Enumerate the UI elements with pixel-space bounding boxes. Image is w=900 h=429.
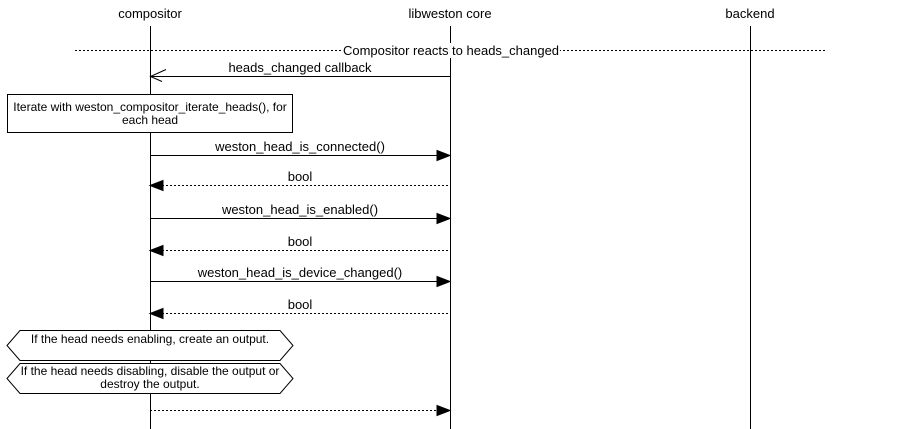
filled-arrowhead-icon: [436, 212, 452, 225]
filled-arrowhead-icon: [436, 275, 452, 288]
actor-label-backend: backend: [725, 6, 775, 21]
actor-label-libweston-core: libweston core: [408, 6, 492, 21]
filled-arrowhead-icon: [436, 404, 452, 417]
actor-label-compositor: compositor: [118, 6, 182, 21]
divider-label: Compositor reacts to heads_changed: [341, 43, 561, 58]
condition-box-enable-output: [6, 330, 294, 361]
note-iterate-heads: Iterate with weston_compositor_iterate_h…: [7, 94, 293, 133]
message-label-bool-3: bool: [287, 297, 313, 312]
filled-arrowhead-icon: [148, 179, 164, 192]
filled-arrowhead-icon: [148, 307, 164, 320]
message-label-weston-head-is-connected: weston_head_is_connected(): [215, 139, 385, 154]
message-label-heads-changed-callback: heads_changed callback: [228, 60, 372, 75]
open-arrowhead-icon: [149, 69, 167, 82]
message-label-weston-head-is-device-changed: weston_head_is_device_changed(): [197, 265, 403, 280]
condition-text-enable-output: If the head needs enabling, create an ou…: [30, 332, 270, 346]
note-text: Iterate with weston_compositor_iterate_h…: [13, 99, 287, 127]
message-label-bool-1: bool: [287, 169, 313, 184]
filled-arrowhead-icon: [148, 244, 164, 257]
message-label-weston-head-is-enabled: weston_head_is_enabled(): [221, 202, 379, 217]
condition-box-disable-output: [6, 363, 294, 394]
filled-arrowhead-icon: [436, 149, 452, 162]
condition-text-disable-output: If the head needs disabling, disable the…: [20, 364, 280, 391]
message-label-bool-2: bool: [287, 234, 313, 249]
